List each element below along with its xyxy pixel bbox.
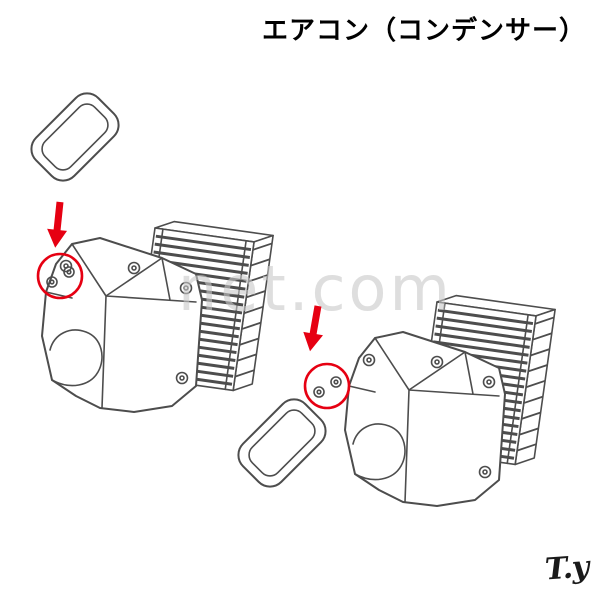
left-assembly [23, 85, 275, 413]
page-title: エアコン（コンデンサー） [261, 16, 586, 46]
highlight-circle-left-icon [36, 252, 84, 300]
annotations [36, 200, 351, 410]
seal-gasket-right [230, 391, 334, 495]
highlight-circle-right-icon [303, 362, 351, 410]
seal-gasket-left [23, 85, 127, 189]
right-assembly [230, 291, 557, 507]
mounting-bolts-right [313, 376, 342, 398]
artist-signature: T.y [543, 549, 590, 588]
down-arrow-left-icon [45, 200, 70, 249]
